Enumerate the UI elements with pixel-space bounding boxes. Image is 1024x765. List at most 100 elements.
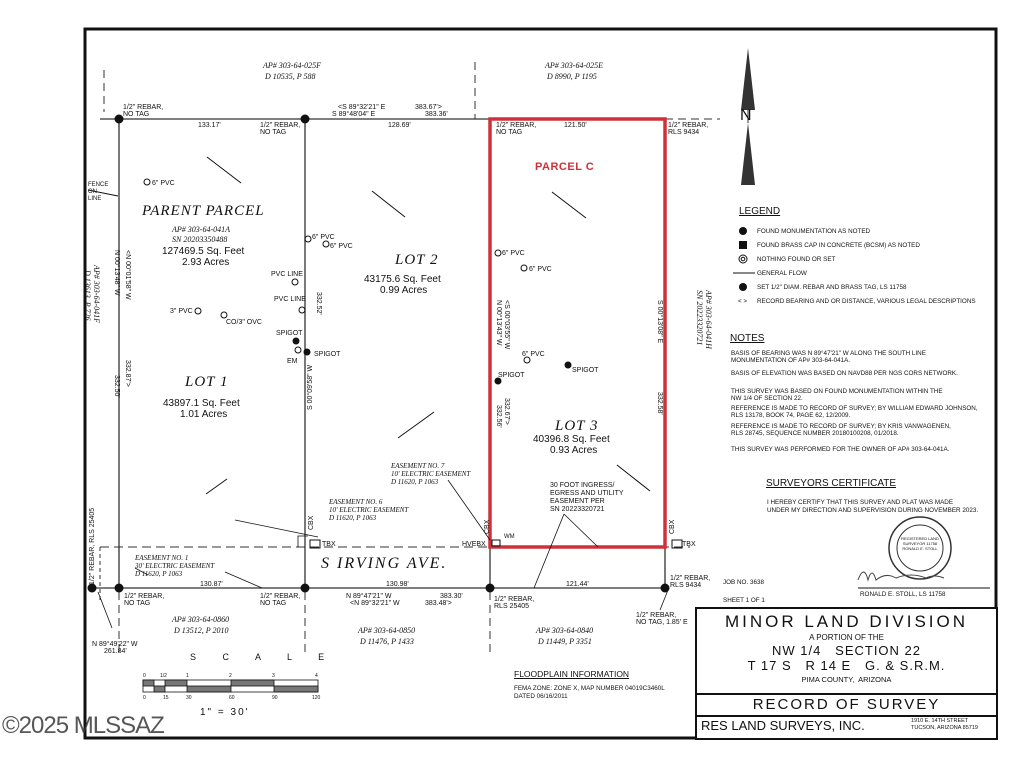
adjacent-ne-deed: D 8990, P 1195 <box>547 72 597 81</box>
parent-parcel-apn: AP# 303-64-041A <box>172 225 230 234</box>
feature-label: TBX <box>682 541 696 548</box>
note-line: NW 1/4 OF SECTION 22. <box>731 395 803 402</box>
lot-2-acres: 0.99 Acres <box>380 285 428 296</box>
feature-label: TBX <box>322 541 336 548</box>
feature-label: 6" PVC <box>522 351 545 358</box>
feature-label: 3" PVC <box>170 308 193 315</box>
certificate-line: UNDER MY DIRECTION AND SUPERVISION DURIN… <box>767 507 979 514</box>
note-line: THIS SURVEY WAS PERFORMED FOR THE OWNER … <box>731 446 950 453</box>
ingress-easement-line: 30 FOOT INGRESS/ <box>550 482 615 489</box>
legend-item: NOTHING FOUND OR SET <box>757 256 836 263</box>
feature-label: PVC LINE <box>271 271 303 278</box>
easement-6-ref: D 11620, P 1063 <box>329 514 377 522</box>
legend-icons <box>733 227 755 291</box>
adjacent-e-sn: SN 20223320721 <box>695 290 704 346</box>
scale-tick: 90 <box>272 695 278 701</box>
title-block-line: A PORTION OF THE <box>809 633 884 642</box>
feature-label: SPIGOT <box>572 367 599 374</box>
scale-tick: 1/2 <box>160 673 167 679</box>
legend-title: LEGEND <box>739 206 781 217</box>
feature-label: 6" PVC <box>529 266 552 273</box>
monument-label: 1/2" REBAR, <box>260 122 301 129</box>
dim-bottom-3: 121.44' <box>566 581 589 588</box>
monument-label: 1/2" REBAR, <box>494 596 535 603</box>
dim-parcel-c-record-dist: 332.67'> <box>503 398 510 425</box>
easement-6-title: EASEMENT NO. 6 <box>329 498 383 506</box>
title-block-line: PIMA COUNTY, ARIZONA <box>801 675 892 684</box>
scale-tick: 3 <box>272 673 275 679</box>
sheet-border <box>83 27 998 740</box>
monument-label: RLS 9434 <box>670 582 702 589</box>
north-arrow-icon <box>741 48 755 185</box>
feature-label: SPIGOT <box>276 330 303 337</box>
lot-2-title: LOT 2 <box>395 252 439 268</box>
dim-parcel-c-record: <S 00°03'55" W <box>503 300 510 350</box>
dim-mid-dist: 332.52' <box>315 292 322 315</box>
dim-west-bearing: N 00°13'48" W <box>113 250 120 296</box>
title-block-line: NW 1/4 SECTION 22 <box>771 643 922 658</box>
ingress-easement-line: EASEMENT PER <box>550 498 605 505</box>
fence-label: FENCE ON LINE <box>88 182 109 202</box>
monument-label: 1/2" REBAR, <box>670 575 711 582</box>
notes-title: NOTES <box>730 333 765 344</box>
dim-bottom-record-dist: 383.48'> <box>425 600 452 607</box>
easement-1-ref: D 11620, P 1063 <box>135 570 183 578</box>
legend-item: FOUND MONUMENTATION AS NOTED <box>757 228 871 235</box>
certificate-title: SURVEYORS CERTIFICATE <box>766 478 897 489</box>
lot-3-title: LOT 3 <box>555 418 599 434</box>
note-line: BASIS OF ELEVATION WAS BASED ON NAVD88 P… <box>731 370 958 377</box>
monument-label: 1/2" REBAR, RLS 25405 <box>89 507 96 585</box>
feature-label: PVC LINE <box>274 296 306 303</box>
adjacent-w-deed: D 13613, P 726 <box>83 270 92 321</box>
north-label: N <box>740 107 752 124</box>
dim-top-1: 133.17' <box>198 122 221 129</box>
parcel-c-boundary <box>488 117 667 549</box>
monument-label: NO TAG <box>123 111 150 118</box>
feature-label: CBX <box>484 519 491 534</box>
scale-tick: 60 <box>229 695 235 701</box>
adjacent-e-apn: AP# 303-64-041H <box>704 290 713 349</box>
surveyor-seal <box>888 516 952 580</box>
lot-1-title: LOT 1 <box>185 374 229 390</box>
feature-label: SPIGOT <box>314 351 341 358</box>
easement-6-desc: 10' ELECTRIC EASEMENT <box>329 506 409 514</box>
dim-top-dist: 383.36' <box>425 111 448 118</box>
scale-tick: 30 <box>186 695 192 701</box>
dim-top-3: 121.50' <box>564 122 587 129</box>
ingress-easement-line: SN 20223320721 <box>550 506 605 513</box>
dim-west-dist: 332.50' <box>113 375 120 398</box>
lot-1-acres: 1.01 Acres <box>180 409 228 420</box>
feature-label: 6" PVC <box>152 180 175 187</box>
lot-2-sqft: 43175.6 Sq. Feet <box>364 274 441 285</box>
dim-west-record: <N 00°01'58" W <box>124 250 131 300</box>
utility-boxes <box>309 539 683 549</box>
feature-label: SPIGOT <box>498 372 525 379</box>
parent-parcel-acres: 2.93 Acres <box>182 257 230 268</box>
monument-label: NO TAG <box>260 129 287 136</box>
easement-1-title: EASEMENT NO. 1 <box>135 554 189 562</box>
feature-label: EM <box>287 358 298 365</box>
dim-sw-bearing: N 89°49'22" W <box>92 641 138 648</box>
adjacent-ne-apn: AP# 303-64-025E <box>545 61 603 70</box>
scale-tick: 0 <box>143 673 146 679</box>
feature-label: 6" PVC <box>502 250 525 257</box>
note-line: BASIS OF BEARING WAS N 89°47'21" W ALONG… <box>731 350 926 357</box>
scale-title: S C A L E <box>190 652 337 662</box>
dim-bottom-1: 130.87' <box>200 581 223 588</box>
adjacent-s1-deed: D 13512, P 2010 <box>174 626 229 635</box>
monument-label: 1/2" REBAR, <box>123 104 164 111</box>
note-line: REFERENCE IS MADE TO RECORD OF SURVEY; B… <box>731 423 951 430</box>
adjacent-s2-apn: AP# 303-64-0850 <box>358 626 416 635</box>
surveyor-name: RONALD E. STOLL, LS 11758 <box>860 591 946 598</box>
scale-tick: 1 <box>186 673 189 679</box>
monument-label: 1/2" REBAR, <box>124 593 165 600</box>
lot-3-acres: 0.93 Acres <box>550 445 598 456</box>
adjacent-s3-deed: D 11449, P 3351 <box>538 637 592 646</box>
floodplain-line: FEMA ZONE: ZONE X, MAP NUMBER 04019C3460… <box>514 685 665 692</box>
flow-arrows <box>87 156 651 495</box>
scale-tick: 15 <box>163 695 169 701</box>
easement-7-title: EASEMENT NO. 7 <box>391 462 445 470</box>
dim-bottom-record: <N 89°32'21" W <box>350 600 400 607</box>
adjacent-s3-apn: AP# 303-64-0840 <box>536 626 594 635</box>
